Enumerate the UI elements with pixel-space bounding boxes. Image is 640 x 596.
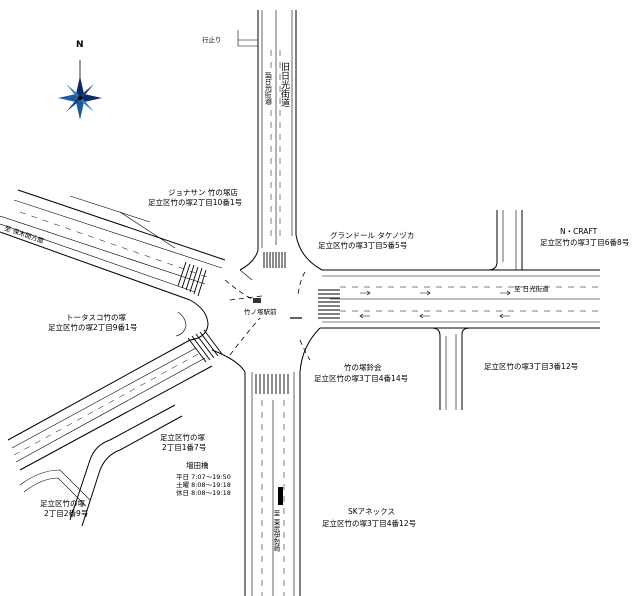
label-to-hokan: 至 保木間方面 [3,223,45,245]
label-block-2-1-addr: 2丁目1番7号 [162,442,206,452]
label-jonathan-addr: 足立区竹の塚2丁目10番1号 [148,197,242,207]
label-school-time2: 土曜 8:08～19:18 [176,480,231,489]
label-block-2-2-name: 足立区竹の塚 [40,498,85,508]
west-upper-road [0,189,226,301]
label-to-nikko-road: 至日光街道 [263,72,271,106]
label-intersection: 竹ノ塚駅前 [244,307,277,316]
label-to-nikko-east: 至 日光街道 [514,284,549,293]
bus-stop-marker [278,487,283,505]
north-letter: N [76,40,84,50]
label-ncraft-name: N・CRAFT [560,227,598,236]
label-grandor-name: グランドール タケノヅカ [330,230,414,240]
label-school-time3: 休日 8:08～19:18 [176,488,231,497]
label-kusaka-name: 竹の塚鈴会 [344,362,382,372]
label-grandor-addr: 足立区竹の塚3丁目5番5号 [318,240,407,250]
label-sk-name: SKアネックス [348,507,395,516]
label-jonathan-name: ジョナサン 竹の塚店 [168,187,238,197]
compass-rose-icon [58,60,102,120]
south-road [211,327,321,596]
east-road [318,210,600,410]
label-school-name: 増田橋 [186,460,209,470]
label-dead-end: 行止り [202,35,222,44]
central-junction [175,269,311,361]
label-to-higashi: 至 東武伊勢崎 [272,510,280,552]
label-block-2-1-name: 足立区竹の塚 [160,432,205,442]
label-ncraft-addr: 足立区竹の塚3丁目6番8号 [540,237,629,247]
label-sk-addr: 足立区竹の塚3丁目4番12号 [322,518,416,528]
label-tosuko-addr: 足立区竹の塚2丁目9番1号 [48,322,137,332]
label-kusaka-addr: 足立区竹の塚3丁目4番14号 [314,373,408,383]
north-road [237,10,323,271]
label-old-nikko-road: 旧日光街道 [279,62,290,108]
label-block-2-2-addr: 2丁目2番9号 [44,508,88,518]
signal-marker [253,298,261,303]
label-tosuko-name: トータスコ竹の塚 [66,312,126,322]
label-school-time1: 平日 7:07～19:50 [176,473,231,481]
label-block-3-3: 足立区竹の塚3丁目3番12号 [484,361,578,371]
